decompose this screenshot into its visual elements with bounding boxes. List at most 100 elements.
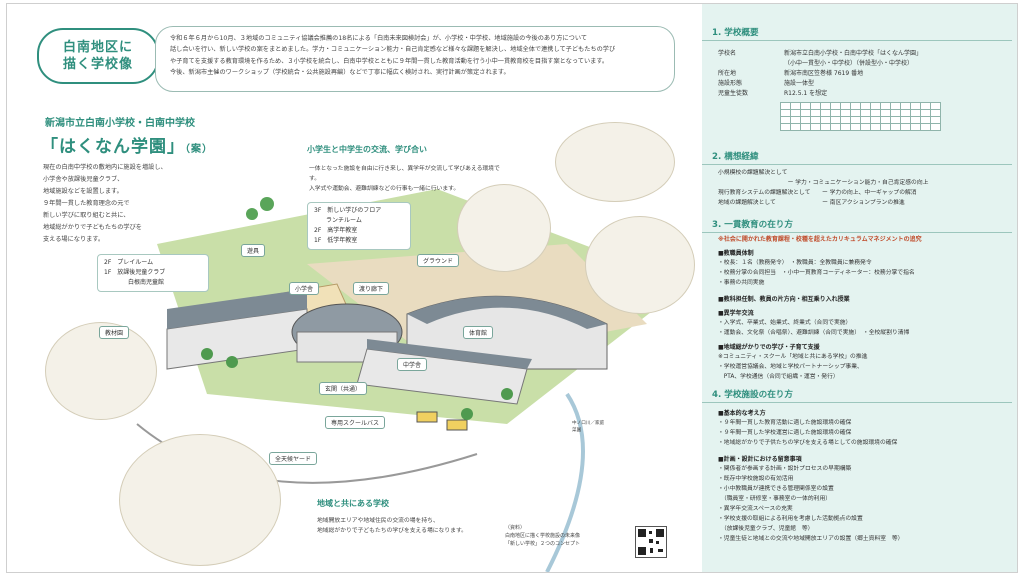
source-note: （資料） 白南地区に描く学校施設の未来像 「新しい学校」２つのコンセプト — [505, 524, 580, 548]
floor-line: 白根南児童館 — [104, 279, 165, 286]
floor-line: 3F 新しい学びのフロア — [314, 207, 382, 214]
overview-value: 新潟市南区笠巻様 7619 番地 — [784, 70, 864, 77]
tree — [226, 356, 238, 368]
label-playground-equipment: 遊具 — [241, 244, 266, 257]
badge-line-1: 白南地区に — [62, 40, 133, 55]
overview-value: R12.5.1 を想定 — [784, 90, 828, 97]
floor-line: 2F プレイルーム — [104, 259, 154, 266]
block-line: ・運動会、文化祭（合唱祭）、避難訓練（合同で実施） ・全校縦割り清掃 — [718, 330, 910, 336]
block-line: ・入学式、卒業式、始業式、終業式（合同で実施） — [718, 320, 852, 326]
tree — [501, 388, 513, 400]
block-heading: ■地域総がかりでの学び・子育て支援 — [718, 344, 820, 351]
badge-line-2: 描く学校像 — [62, 57, 133, 72]
block-line: ・学校運営協議会、地域と学校パートナーシップ事業、 — [718, 364, 863, 370]
community-line: 地域開放エリアや地域住民の交流の場を持ち、 — [317, 518, 439, 524]
block-line: ・関係者が参画する計画・設計プロセスの早期構築 — [718, 466, 852, 472]
label-gym: 体育館 — [463, 326, 494, 339]
overview-key: 所在地 — [718, 70, 737, 77]
block-line: ・９年間一貫した学校運営に適した施設環境の確保 — [718, 430, 852, 436]
divider — [702, 232, 1012, 233]
overview-value: （小中一貫型小・中学校）（併設型小・中学校） — [784, 60, 914, 67]
block-text: ・９年間一貫した教育活動に適した施設環境の確保 ・９年間一貫した学校運営に適した… — [718, 418, 897, 448]
divider — [702, 164, 1012, 165]
source-line: 「新しい学校」２つのコンセプト — [505, 541, 581, 547]
callout-elementary-floors: 3F 新しい学びのフロア ランチルーム 2F 高学年教室 1F 低学年教室 — [307, 202, 411, 250]
desc-line: 新しい学びに取り組むと共に、 — [43, 212, 130, 219]
right-panel: 1. 学校概要 学校名 新潟市立白南小学校・白南中学校「はくなん学園」 （小中一… — [702, 4, 1017, 572]
section-concept-background: 2. 構想経緯 — [712, 152, 759, 162]
tree — [201, 348, 213, 360]
overview-key: 施設形態 — [718, 80, 743, 87]
desc-line: 支える場になります。 — [43, 236, 105, 243]
intro-line: や子育てを支援する教育環境を作るため、３小学校を統合し、白南中学校とともに９年間… — [170, 57, 609, 65]
block-text: ※コミュニティ・スクール「地域と共にある学校」の推進 ・学校運営協議会、地域と学… — [718, 352, 867, 382]
label-middle-building: 中学舎 — [397, 358, 428, 371]
desc-line: 地域総がかりで子どもたちの学びを — [43, 224, 142, 231]
block-line: ・校長：１名（教務発令） ・教職員：全教職員に兼務発令 — [718, 260, 872, 266]
intro-line: 令和６年６月から10月、３地域のコミュニティ協議会推薦の18名による「白南未来図… — [170, 35, 588, 42]
desc-line: 小学舎や放課後児童クラブ、 — [43, 176, 124, 183]
floor-line: 1F 放課後児童クラブ — [104, 269, 166, 276]
enrollment-table — [780, 102, 941, 131]
school-subtitle: 新潟市立白南小学校・白南中学校 — [45, 118, 195, 129]
label-river: 中ノ口川／家庭 菜園 — [572, 421, 605, 433]
block-line: （職員室・研修室・事務室の一体的利用） — [718, 496, 832, 502]
vignette-all-weather-yard — [119, 434, 281, 566]
exchange-title: 小学生と中学生の交流、学び合い — [307, 145, 427, 154]
block-heading: ■教職員体制 — [718, 250, 754, 257]
block-heading: ■異学年交流 — [718, 310, 754, 317]
integrated-education-note: ※社会に開かれた教育課程・校種を超えたカリキュラムマネジメントの追究 — [718, 236, 922, 243]
label-farm: 教材園 — [99, 326, 130, 339]
section-integrated-education: 3. 一貫教育の在り方 — [712, 220, 793, 230]
block-line: ・小中教職員が連携できる管理関係室の設置 — [718, 486, 834, 492]
block-line: （放課後児童クラブ、児童館 等） — [718, 526, 814, 532]
long-building-roof — [167, 289, 307, 329]
concept-line: 小規模校の課題解決として — [718, 170, 788, 176]
concept-line: 地域の課題解決として ー 南区アクションプランの推進 — [718, 200, 905, 206]
intro-box: 令和６年６月から10月、３地域のコミュニティ協議会推薦の18名による「白南未来図… — [155, 26, 675, 92]
school-title: 「はくなん学園」（案） — [41, 132, 213, 157]
vignette-classroom-table — [555, 122, 675, 202]
block-line: PTA、学校通信（合同で組織・運営・発行） — [718, 374, 839, 380]
desc-line: 地域施設などを設置します。 — [43, 188, 123, 195]
left-panel: 白南地区に 描く学校像 令和６年６月から10月、３地域のコミュニティ協議会推薦の… — [7, 4, 697, 572]
section-school-overview: 1. 学校概要 — [712, 28, 759, 38]
label-elementary-building: 小学舎 — [289, 282, 320, 295]
divider — [702, 40, 1012, 41]
concept-line: 現行教育システムの課題解決として ー 学力の向上、中一ギャップの解消 — [718, 190, 917, 196]
intro-line: 今後、新潟市主催のワークショップ（学校統合・公共施設再編）などで丁寧に幅広く検討… — [170, 69, 510, 77]
block-heading: ■基本的な考え方 — [718, 410, 766, 417]
school-title-suffix: （案） — [185, 144, 213, 155]
school-title-text: 「はくなん学園」 — [41, 137, 185, 157]
concept-line: ー 学力・コミュニケーション能力・自己肯定感の向上 — [718, 180, 929, 186]
middle-roof — [367, 339, 532, 369]
section-school-facilities: 4. 学校施設の在り方 — [712, 390, 793, 400]
community-title: 地域と共にある学校 — [317, 499, 389, 508]
label-entrance: 玄関（共通） — [319, 382, 368, 395]
school-bus-2 — [446, 419, 468, 431]
block-line: ・地域総がかりで子供たちの学びを支える場としての施設環境の確保 — [718, 440, 898, 446]
tree — [246, 208, 258, 220]
floor-line: 2F 高学年教室 — [314, 227, 358, 234]
block-heading: ■教科担任制、教員の片方向・相互乗り入れ授業 — [718, 296, 850, 303]
block-line: ・児童生徒と地域との交流や地域開放エリアの設置（郷土資料室 等） — [718, 536, 904, 542]
floor-line: ランチルーム — [314, 217, 362, 224]
overview-value: 新潟市立白南小学校・白南中学校「はくなん学園」 — [784, 50, 923, 57]
label-all-weather-yard: 全天候ヤード — [269, 452, 318, 465]
block-line: ・学校支援の取組による利用を考慮した活動拠点の設置 — [718, 516, 863, 522]
block-text: ・入学式、卒業式、始業式、終業式（合同で実施） ・運動会、文化祭（合唱祭）、避難… — [718, 318, 909, 338]
overview-value: 施設一体型 — [784, 80, 815, 87]
qr-code-icon[interactable] — [635, 526, 667, 558]
concept-text: 小規模校の課題解決として ー 学力・コミュニケーション能力・自己肯定感の向上 現… — [718, 168, 928, 208]
floor-line: 1F 低学年教室 — [314, 237, 358, 244]
vignette-students-sweeping — [457, 184, 551, 272]
intro-line: 話し合いを行い、新しい学校の案をまとめました。学力・コミュニケーション能力・自己… — [170, 46, 616, 54]
block-line: ・既存中学校施設の有効活用 — [718, 476, 794, 482]
desc-line: 現在の白南中学校の敷地内に施設を増設し、 — [43, 164, 167, 171]
label-corridor: 渡り廊下 — [353, 282, 390, 295]
tree — [461, 408, 473, 420]
community-line: 地域総がかりで子どもたちの学びを支える場になります。 — [317, 528, 467, 534]
label-ground: グラウンド — [417, 254, 460, 267]
desc-line: ９年間一貫した教育理念の元で — [43, 200, 130, 207]
block-text: ・関係者が参画する計画・設計プロセスの早期構築 ・既存中学校施設の有効活用 ・小… — [718, 464, 903, 544]
